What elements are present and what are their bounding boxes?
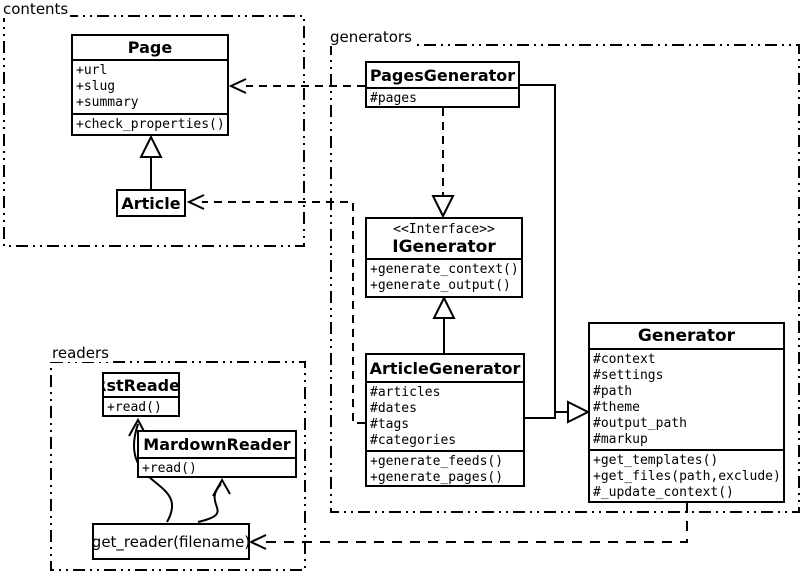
- class-generator: Generator #context #settings #path #them…: [588, 322, 785, 503]
- method-row: +get_files(path,exclude): [593, 469, 781, 484]
- function-get-reader: get_reader(filename): [92, 523, 250, 560]
- class-articlegenerator-methods: +generate_feeds() +generate_pages(): [367, 450, 523, 485]
- class-igenerator-name: IGenerator: [392, 237, 496, 257]
- class-mardownreader: MardownReader +read(): [137, 430, 297, 478]
- class-igenerator-header: <<Interface>> IGenerator: [367, 219, 521, 258]
- class-page-name: Page: [127, 38, 173, 57]
- method-row: +check_properties(): [76, 117, 225, 132]
- dependency-generator-to-getreader: [248, 503, 688, 550]
- class-page-methods: +check_properties(): [73, 113, 227, 134]
- class-page: Page +url +slug +summary +check_properti…: [71, 34, 229, 136]
- class-articlegenerator: ArticleGenerator #articles #dates #tags …: [365, 353, 525, 487]
- attribute-row: +url: [76, 63, 108, 78]
- attribute-row: #output_path: [593, 416, 687, 431]
- class-articlegenerator-name: ArticleGenerator: [369, 358, 521, 378]
- class-generator-name: Generator: [637, 326, 736, 346]
- function-get-reader-label: get_reader(filename): [91, 532, 251, 551]
- class-igenerator: <<Interface>> IGenerator +generate_conte…: [365, 217, 523, 298]
- class-pagesgenerator-name: PagesGenerator: [369, 65, 516, 85]
- method-row: +generate_output(): [370, 278, 511, 293]
- attribute-row: #categories: [370, 433, 457, 448]
- hollow-triangle-arrow-icon: [139, 134, 163, 158]
- attribute-row: #articles: [370, 385, 441, 400]
- realization-pagesgenerator-to-igenerator: [431, 108, 455, 219]
- open-arrowhead-icon: [186, 194, 205, 210]
- attribute-row: #dates: [370, 401, 417, 416]
- class-mardownreader-name: MardownReader: [143, 435, 291, 454]
- open-arrowhead-icon: [248, 534, 267, 550]
- class-pagesgenerator-attributes: #pages: [367, 87, 518, 106]
- class-igenerator-methods: +generate_context() +generate_output(): [367, 258, 521, 296]
- package-label-generators: generators: [328, 28, 414, 46]
- class-article: Article: [116, 189, 186, 217]
- generalization-articlegenerator-to-igenerator: [432, 295, 456, 353]
- method-row: +generate_context(): [370, 262, 519, 277]
- generalization-article-to-page: [139, 134, 163, 189]
- class-rstreader-name: RstReader: [104, 375, 180, 395]
- dependency-pagesgenerator-to-page: [228, 78, 365, 94]
- method-row: +read(): [142, 461, 197, 476]
- method-row: +generate_pages(): [370, 470, 504, 485]
- class-generator-attributes: #context #settings #path #theme #output_…: [590, 348, 783, 449]
- attribute-row: +summary: [76, 95, 139, 110]
- attribute-row: #markup: [593, 432, 648, 447]
- class-article-name: Article: [121, 193, 181, 213]
- package-contents-border: [3, 15, 305, 247]
- package-generators-border: [330, 44, 800, 513]
- hollow-triangle-arrow-icon: [567, 400, 591, 424]
- hollow-triangle-arrow-icon: [431, 195, 455, 219]
- package-readers-border: [50, 361, 306, 571]
- arrow-getreader-to-mardownreader: [197, 477, 231, 523]
- method-row: +read(): [107, 400, 162, 415]
- attribute-row: #settings: [593, 368, 664, 383]
- attribute-row: +slug: [76, 79, 116, 94]
- hollow-triangle-arrow-icon: [432, 295, 456, 319]
- class-rstreader-methods: +read(): [104, 396, 178, 415]
- class-rstreader: RstReader +read(): [102, 372, 180, 417]
- class-pagesgenerator: PagesGenerator #pages: [365, 61, 520, 108]
- open-arrowhead-icon: [228, 78, 247, 94]
- class-articlegenerator-attributes: #articles #dates #tags #categories: [367, 381, 523, 450]
- class-igenerator-stereotype: <<Interface>>: [393, 222, 495, 237]
- generalization-to-generator: [520, 84, 591, 424]
- attribute-row: #tags: [370, 417, 410, 432]
- attribute-row: #context: [593, 352, 656, 367]
- class-mardownreader-methods: +read(): [139, 457, 295, 476]
- class-page-attributes: +url +slug +summary: [73, 59, 227, 113]
- class-generator-methods: +get_templates() +get_files(path,exclude…: [590, 449, 783, 501]
- attribute-row: #pages: [370, 91, 417, 106]
- dependency-articlegenerator-to-article: [186, 194, 365, 424]
- attribute-row: #theme: [593, 400, 640, 415]
- method-row: #_update_context(): [593, 485, 734, 500]
- open-arrowhead-icon: [212, 477, 231, 497]
- package-label-contents: contents: [1, 0, 71, 18]
- package-label-readers: readers: [50, 344, 111, 362]
- method-row: +generate_feeds(): [370, 454, 504, 469]
- method-row: +get_templates(): [593, 453, 719, 468]
- attribute-row: #path: [593, 384, 633, 399]
